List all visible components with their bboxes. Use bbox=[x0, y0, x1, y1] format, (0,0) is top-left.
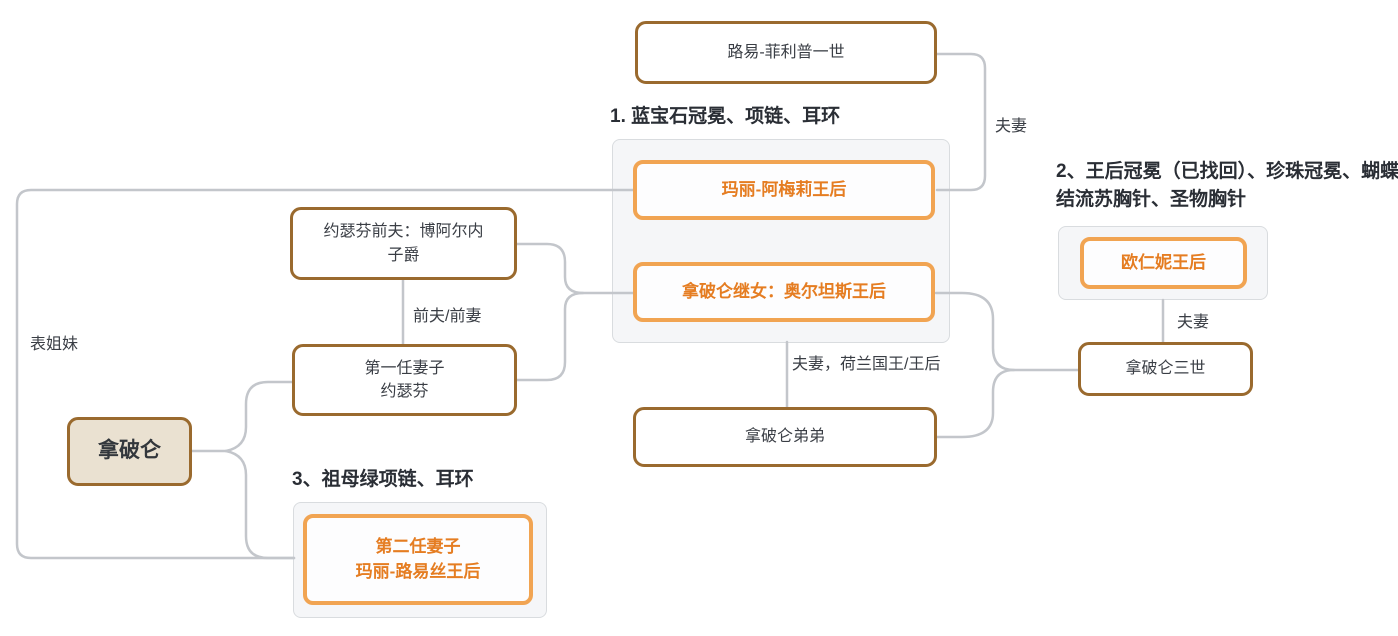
connector-napoleon-second-wife bbox=[224, 449, 296, 560]
annotation-sapphire-set: 1. 蓝宝石冠冕、项链、耳环 bbox=[610, 106, 841, 127]
node-second-wife-marie-louise[interactable]: 第二任妻子 玛丽-路易丝王后 bbox=[303, 514, 533, 605]
annotation-queen-crown-set: 2、王后冠冕（已找回）、珍珠冠冕、蝴蝶结流苏胸针、圣物胸针 bbox=[1056, 161, 1398, 210]
node-eugenie[interactable]: 欧仁妮王后 bbox=[1080, 237, 1247, 289]
node-hortense[interactable]: 拿破仑继女：奥尔坦斯王后 bbox=[633, 262, 935, 322]
relation-label-ex-spouses: 前夫/前妻 bbox=[413, 308, 482, 325]
connector-napoleon-first-wife bbox=[224, 380, 295, 453]
relation-label-cousins: 表姐妹 bbox=[30, 336, 79, 353]
annotation-emerald-set: 3、祖母绿项链、耳环 bbox=[292, 469, 474, 490]
node-marie-amelie[interactable]: 玛丽-阿梅莉王后 bbox=[633, 160, 935, 220]
node-louis-philippe[interactable]: 路易-菲利普一世 bbox=[635, 21, 937, 84]
relation-label-eugenie-napoleon3: 夫妻 bbox=[1177, 314, 1210, 331]
relation-label-holland-royals: 夫妻，荷兰国王/王后 bbox=[792, 356, 941, 373]
node-napoleon-brother[interactable]: 拿破仑弟弟 bbox=[633, 407, 937, 467]
connector-josephine-hortense bbox=[515, 291, 585, 382]
relation-label-louis-marie: 夫妻 bbox=[995, 118, 1028, 135]
connector-cousins bbox=[15, 188, 635, 560]
connector-brother-napoleon3 bbox=[935, 368, 1016, 439]
connector-louis-marie bbox=[935, 52, 987, 192]
node-napoleon[interactable]: 拿破仑 bbox=[67, 417, 192, 486]
connector-hortense-napoleon3 bbox=[934, 291, 1080, 372]
node-beauharnais[interactable]: 约瑟芬前夫：博阿尔内 子爵 bbox=[290, 207, 517, 280]
connector-beauharnais-hortense bbox=[515, 242, 636, 295]
node-napoleon-iii[interactable]: 拿破仑三世 bbox=[1078, 342, 1253, 396]
node-first-wife-josephine[interactable]: 第一任妻子 约瑟芬 bbox=[292, 344, 517, 416]
